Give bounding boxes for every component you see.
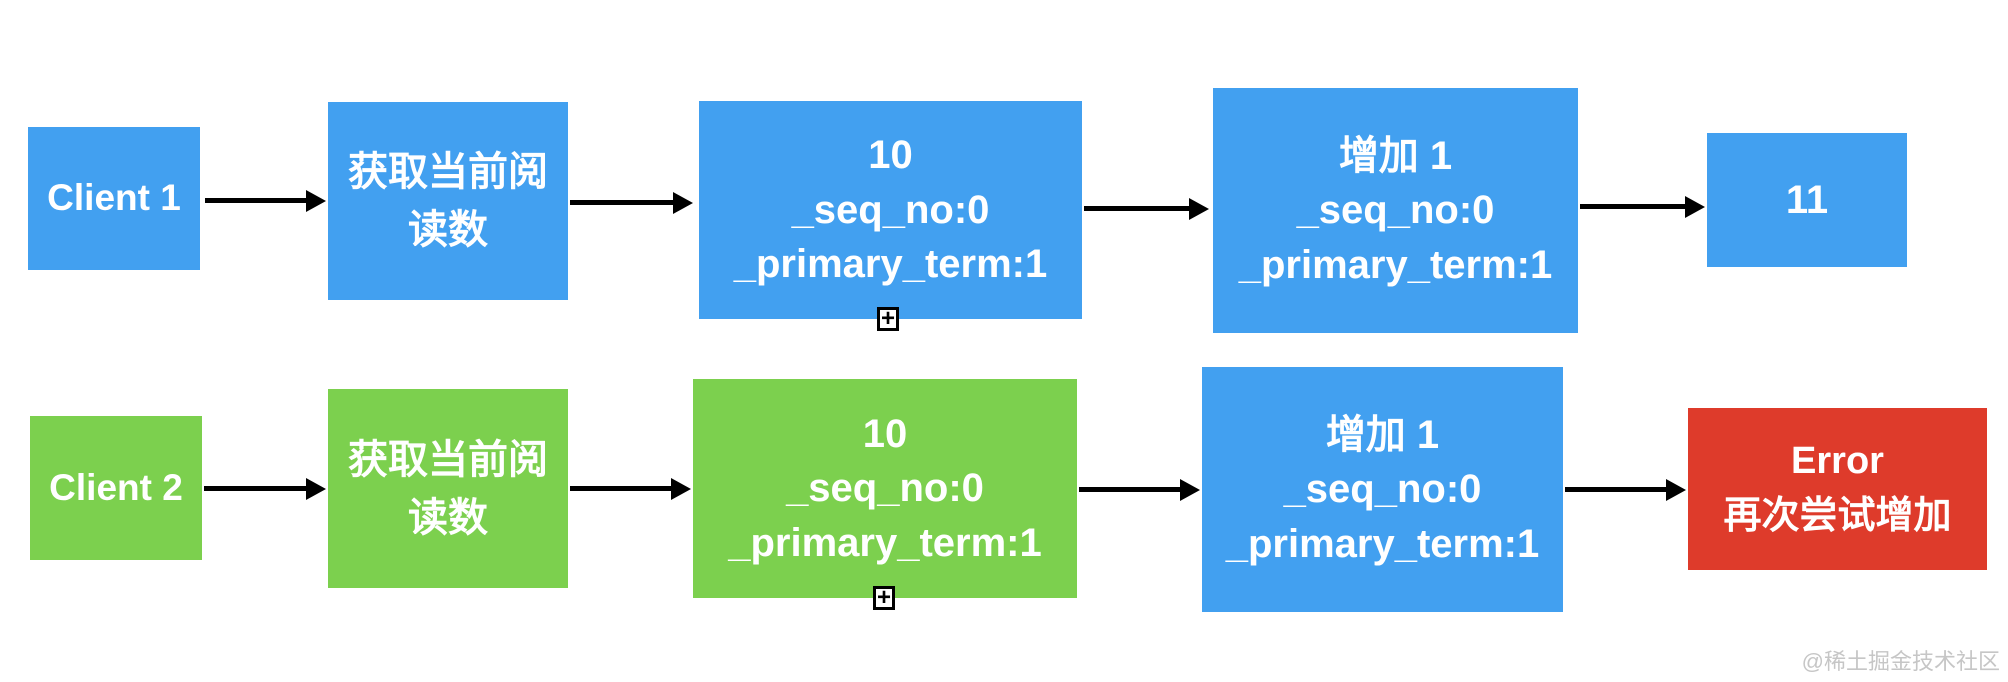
- fetch-reads-2-line2: 读数: [408, 495, 488, 540]
- increment-2-seqno: _seq_no:0: [1283, 467, 1482, 512]
- expand-icon[interactable]: +: [873, 586, 895, 610]
- increment-2-action: 增加 1: [1325, 412, 1440, 457]
- arrow-fetch1-to-doc1: [570, 200, 673, 205]
- client-2-box: Client 2: [30, 416, 202, 560]
- doc-state-1-primaryterm: _primary_term:1: [733, 242, 1048, 287]
- watermark: @稀土掘金技术社区: [1801, 649, 2000, 674]
- client-1-box: Client 1: [28, 127, 200, 270]
- arrow-doc1-to-increment1: [1084, 206, 1189, 211]
- arrow-increment1-to-result: [1580, 204, 1685, 209]
- doc-state-2-box: 10 _seq_no:0 _primary_term:1: [693, 379, 1077, 598]
- expand-icon[interactable]: +: [877, 307, 899, 331]
- arrow-client2-to-fetch: [204, 486, 306, 491]
- arrow-increment2-to-error: [1565, 487, 1666, 492]
- client-2-label: Client 2: [49, 466, 183, 508]
- plus-glyph: +: [876, 586, 891, 610]
- error-box: Error 再次尝试增加: [1688, 408, 1987, 570]
- doc-state-2-seqno: _seq_no:0: [786, 466, 984, 511]
- fetch-reads-1-box: 获取当前阅 读数: [328, 102, 568, 300]
- increment-1-box: 增加 1 _seq_no:0 _primary_term:1: [1213, 88, 1578, 333]
- error-retry-label: 再次尝试增加: [1723, 495, 1952, 537]
- result-1-value: 11: [1785, 178, 1829, 222]
- fetch-reads-1-line2: 读数: [408, 208, 488, 252]
- arrow-client1-to-fetch: [205, 198, 306, 203]
- increment-2-box: 增加 1 _seq_no:0 _primary_term:1: [1202, 367, 1563, 612]
- plus-glyph: +: [880, 307, 895, 331]
- doc-state-1-seqno: _seq_no:0: [791, 187, 990, 232]
- fetch-reads-1-line1: 获取当前阅: [348, 150, 548, 194]
- doc-state-2-primaryterm: _primary_term:1: [728, 520, 1042, 565]
- fetch-reads-2-box: 获取当前阅 读数: [328, 389, 568, 588]
- doc-state-1-box: 10 _seq_no:0 _primary_term:1: [699, 101, 1082, 319]
- client-1-label: Client 1: [47, 177, 181, 219]
- increment-2-primaryterm: _primary_term:1: [1225, 521, 1540, 566]
- increment-1-seqno: _seq_no:0: [1296, 188, 1495, 233]
- increment-1-primaryterm: _primary_term:1: [1238, 242, 1553, 287]
- error-title: Error: [1791, 439, 1884, 482]
- doc-state-1-value: 10: [868, 133, 913, 178]
- arrow-fetch2-to-doc2: [570, 486, 671, 491]
- increment-1-action: 增加 1: [1338, 133, 1453, 178]
- fetch-reads-2-line1: 获取当前阅: [348, 437, 548, 482]
- result-1-box: 11: [1707, 133, 1907, 267]
- arrow-doc2-to-increment2: [1079, 487, 1180, 492]
- doc-state-2-value: 10: [862, 411, 908, 456]
